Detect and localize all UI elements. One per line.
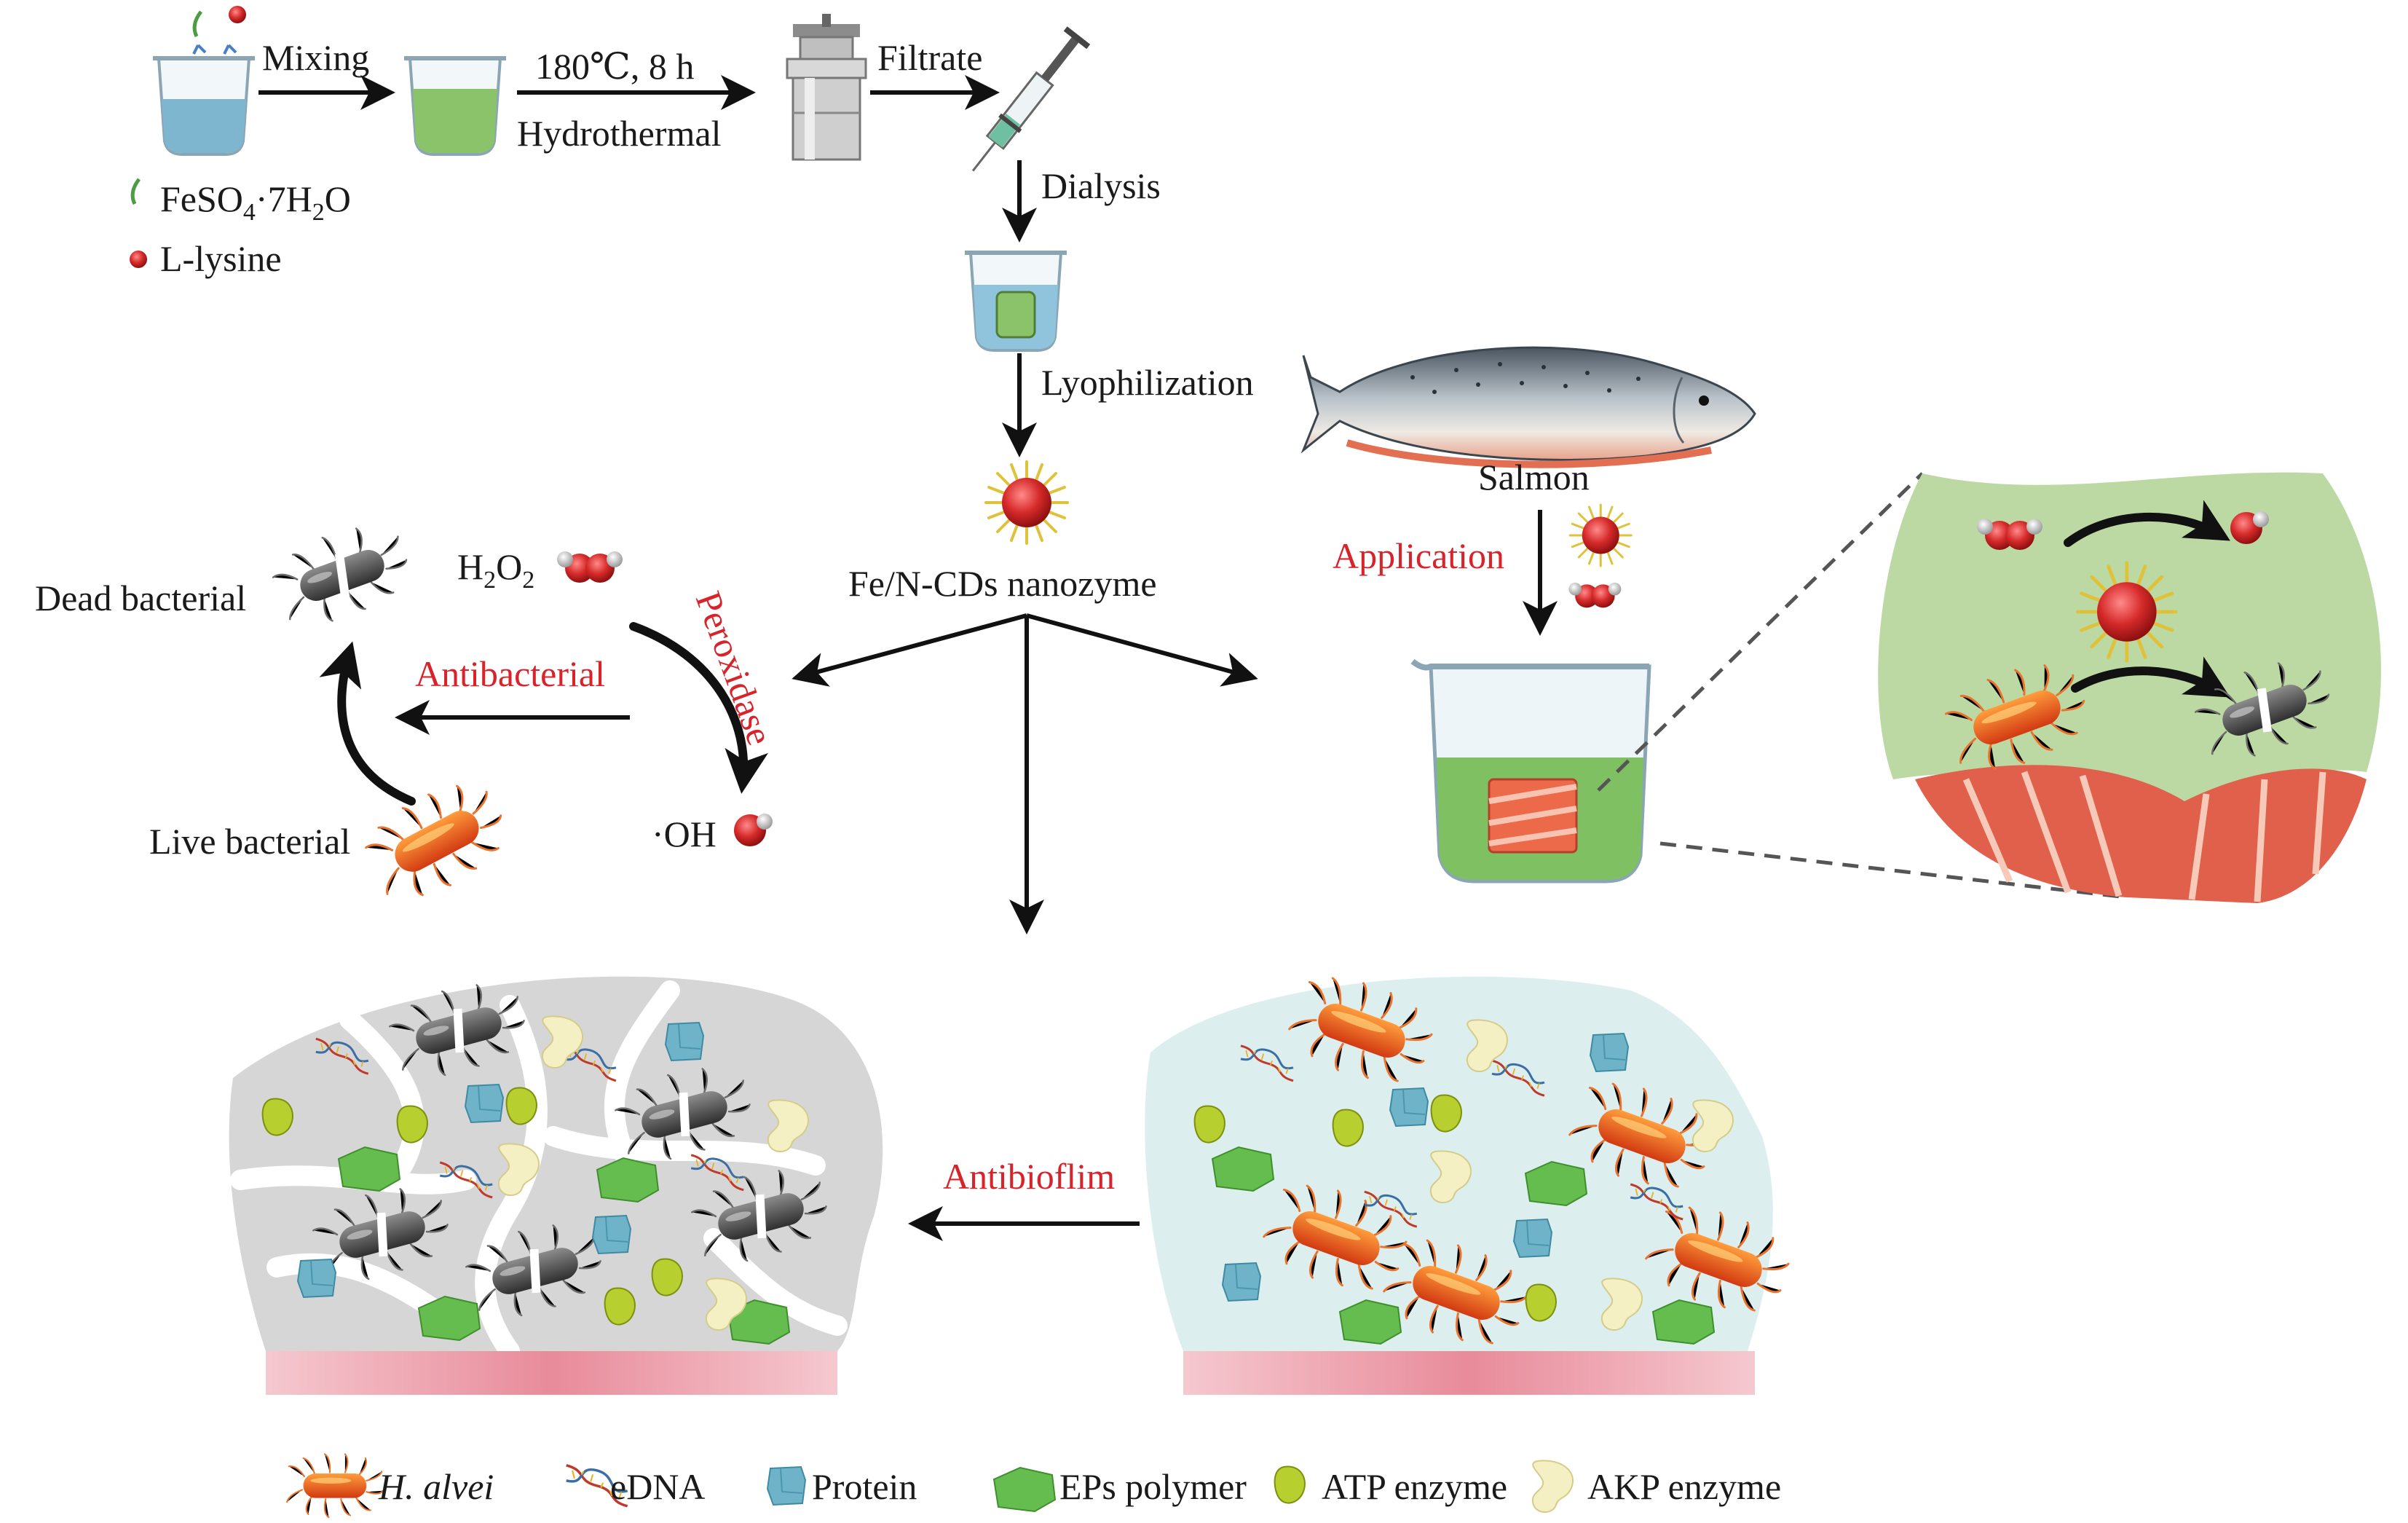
label-dead: Dead bacterial bbox=[35, 578, 246, 618]
legend-label-atp: ATP enzyme bbox=[1322, 1466, 1507, 1507]
label-mixing: Mixing bbox=[262, 37, 369, 78]
legend-label-akp: AKP enzyme bbox=[1587, 1466, 1781, 1507]
label-salmon: Salmon bbox=[1478, 457, 1590, 497]
legend-label-protein: Protein bbox=[812, 1466, 917, 1507]
zoom-arrow-bacteria bbox=[2071, 656, 2230, 698]
legend-label-eps: EPs polymer bbox=[1059, 1466, 1247, 1507]
substrate-treated bbox=[266, 1351, 837, 1395]
arrow-to-application bbox=[1026, 613, 1258, 687]
dead-bacterium-icon bbox=[265, 512, 419, 636]
label-live: Live bacterial bbox=[149, 821, 350, 862]
untreated-biofilm bbox=[1145, 964, 1800, 1395]
atp-enzyme-icon bbox=[1274, 1465, 1306, 1504]
autoclave-icon bbox=[786, 14, 867, 161]
label-hydrothermal: Hydrothermal bbox=[517, 113, 721, 154]
h2o2-molecule-icon bbox=[557, 551, 623, 583]
hydroxyl-radical-icon bbox=[734, 814, 773, 846]
label-feso4: FeSO4·7H2O bbox=[160, 178, 351, 226]
salmon-beaker-icon bbox=[1410, 658, 1651, 884]
application-nanozyme-icon bbox=[1568, 503, 1633, 567]
label-h2o2: H2O2 bbox=[457, 546, 534, 594]
feso4-strand-icon bbox=[192, 10, 203, 38]
lysine-bead-icon bbox=[229, 6, 246, 23]
salmon-icon bbox=[1300, 346, 1756, 468]
protein-icon bbox=[767, 1466, 806, 1506]
syringe-icon bbox=[971, 26, 1091, 172]
label-filtrate: Filtrate bbox=[877, 37, 982, 78]
nanozyme-icon bbox=[984, 460, 1069, 545]
arrow-to-mechanism bbox=[792, 613, 1027, 687]
live-bacterium-icon bbox=[354, 768, 520, 915]
label-dialysis: Dialysis bbox=[1041, 165, 1161, 206]
eps-polymer-icon bbox=[993, 1467, 1056, 1512]
treated-biofilm bbox=[229, 972, 883, 1395]
label-conditions: 180℃, 8 h bbox=[535, 46, 694, 87]
feso4-icon bbox=[130, 178, 141, 205]
label-application: Application bbox=[1333, 535, 1504, 576]
zoom-line-top bbox=[1597, 472, 1924, 792]
h-alvei-icon bbox=[286, 1453, 384, 1519]
label-lyophilization: Lyophilization bbox=[1041, 362, 1254, 403]
dialysis-beaker-icon bbox=[965, 251, 1067, 352]
legend-label-h-alvei: H. alvei bbox=[378, 1466, 494, 1507]
beaker-mixture bbox=[404, 56, 506, 156]
legend: H. alvei eDNA Protein EPs polymer ATP en… bbox=[286, 1453, 1781, 1519]
substrate-untreated bbox=[1183, 1351, 1755, 1395]
arrow-live-to-dead bbox=[319, 641, 416, 806]
zoom-panel bbox=[1878, 472, 2381, 903]
label-nanozyme: Fe/N-CDs nanozyme bbox=[848, 563, 1157, 604]
label-lysine: L-lysine bbox=[160, 238, 282, 279]
label-antibacterial: Antibacterial bbox=[415, 653, 605, 694]
legend-label-edna: eDNA bbox=[610, 1466, 706, 1507]
lysine-icon bbox=[130, 251, 147, 268]
arrow-peroxidase bbox=[629, 622, 769, 794]
label-antibiofilm: Antibioflim bbox=[943, 1156, 1115, 1197]
zoom-arrow-h2o2 bbox=[2064, 500, 2230, 547]
akp-enzyme-icon bbox=[1531, 1460, 1574, 1514]
beaker-reagents bbox=[153, 6, 255, 156]
application-h2o2-icon bbox=[1568, 583, 1622, 608]
zoom-nanozyme-icon bbox=[2078, 563, 2176, 661]
label-hydroxyl: ·OH bbox=[652, 814, 717, 854]
